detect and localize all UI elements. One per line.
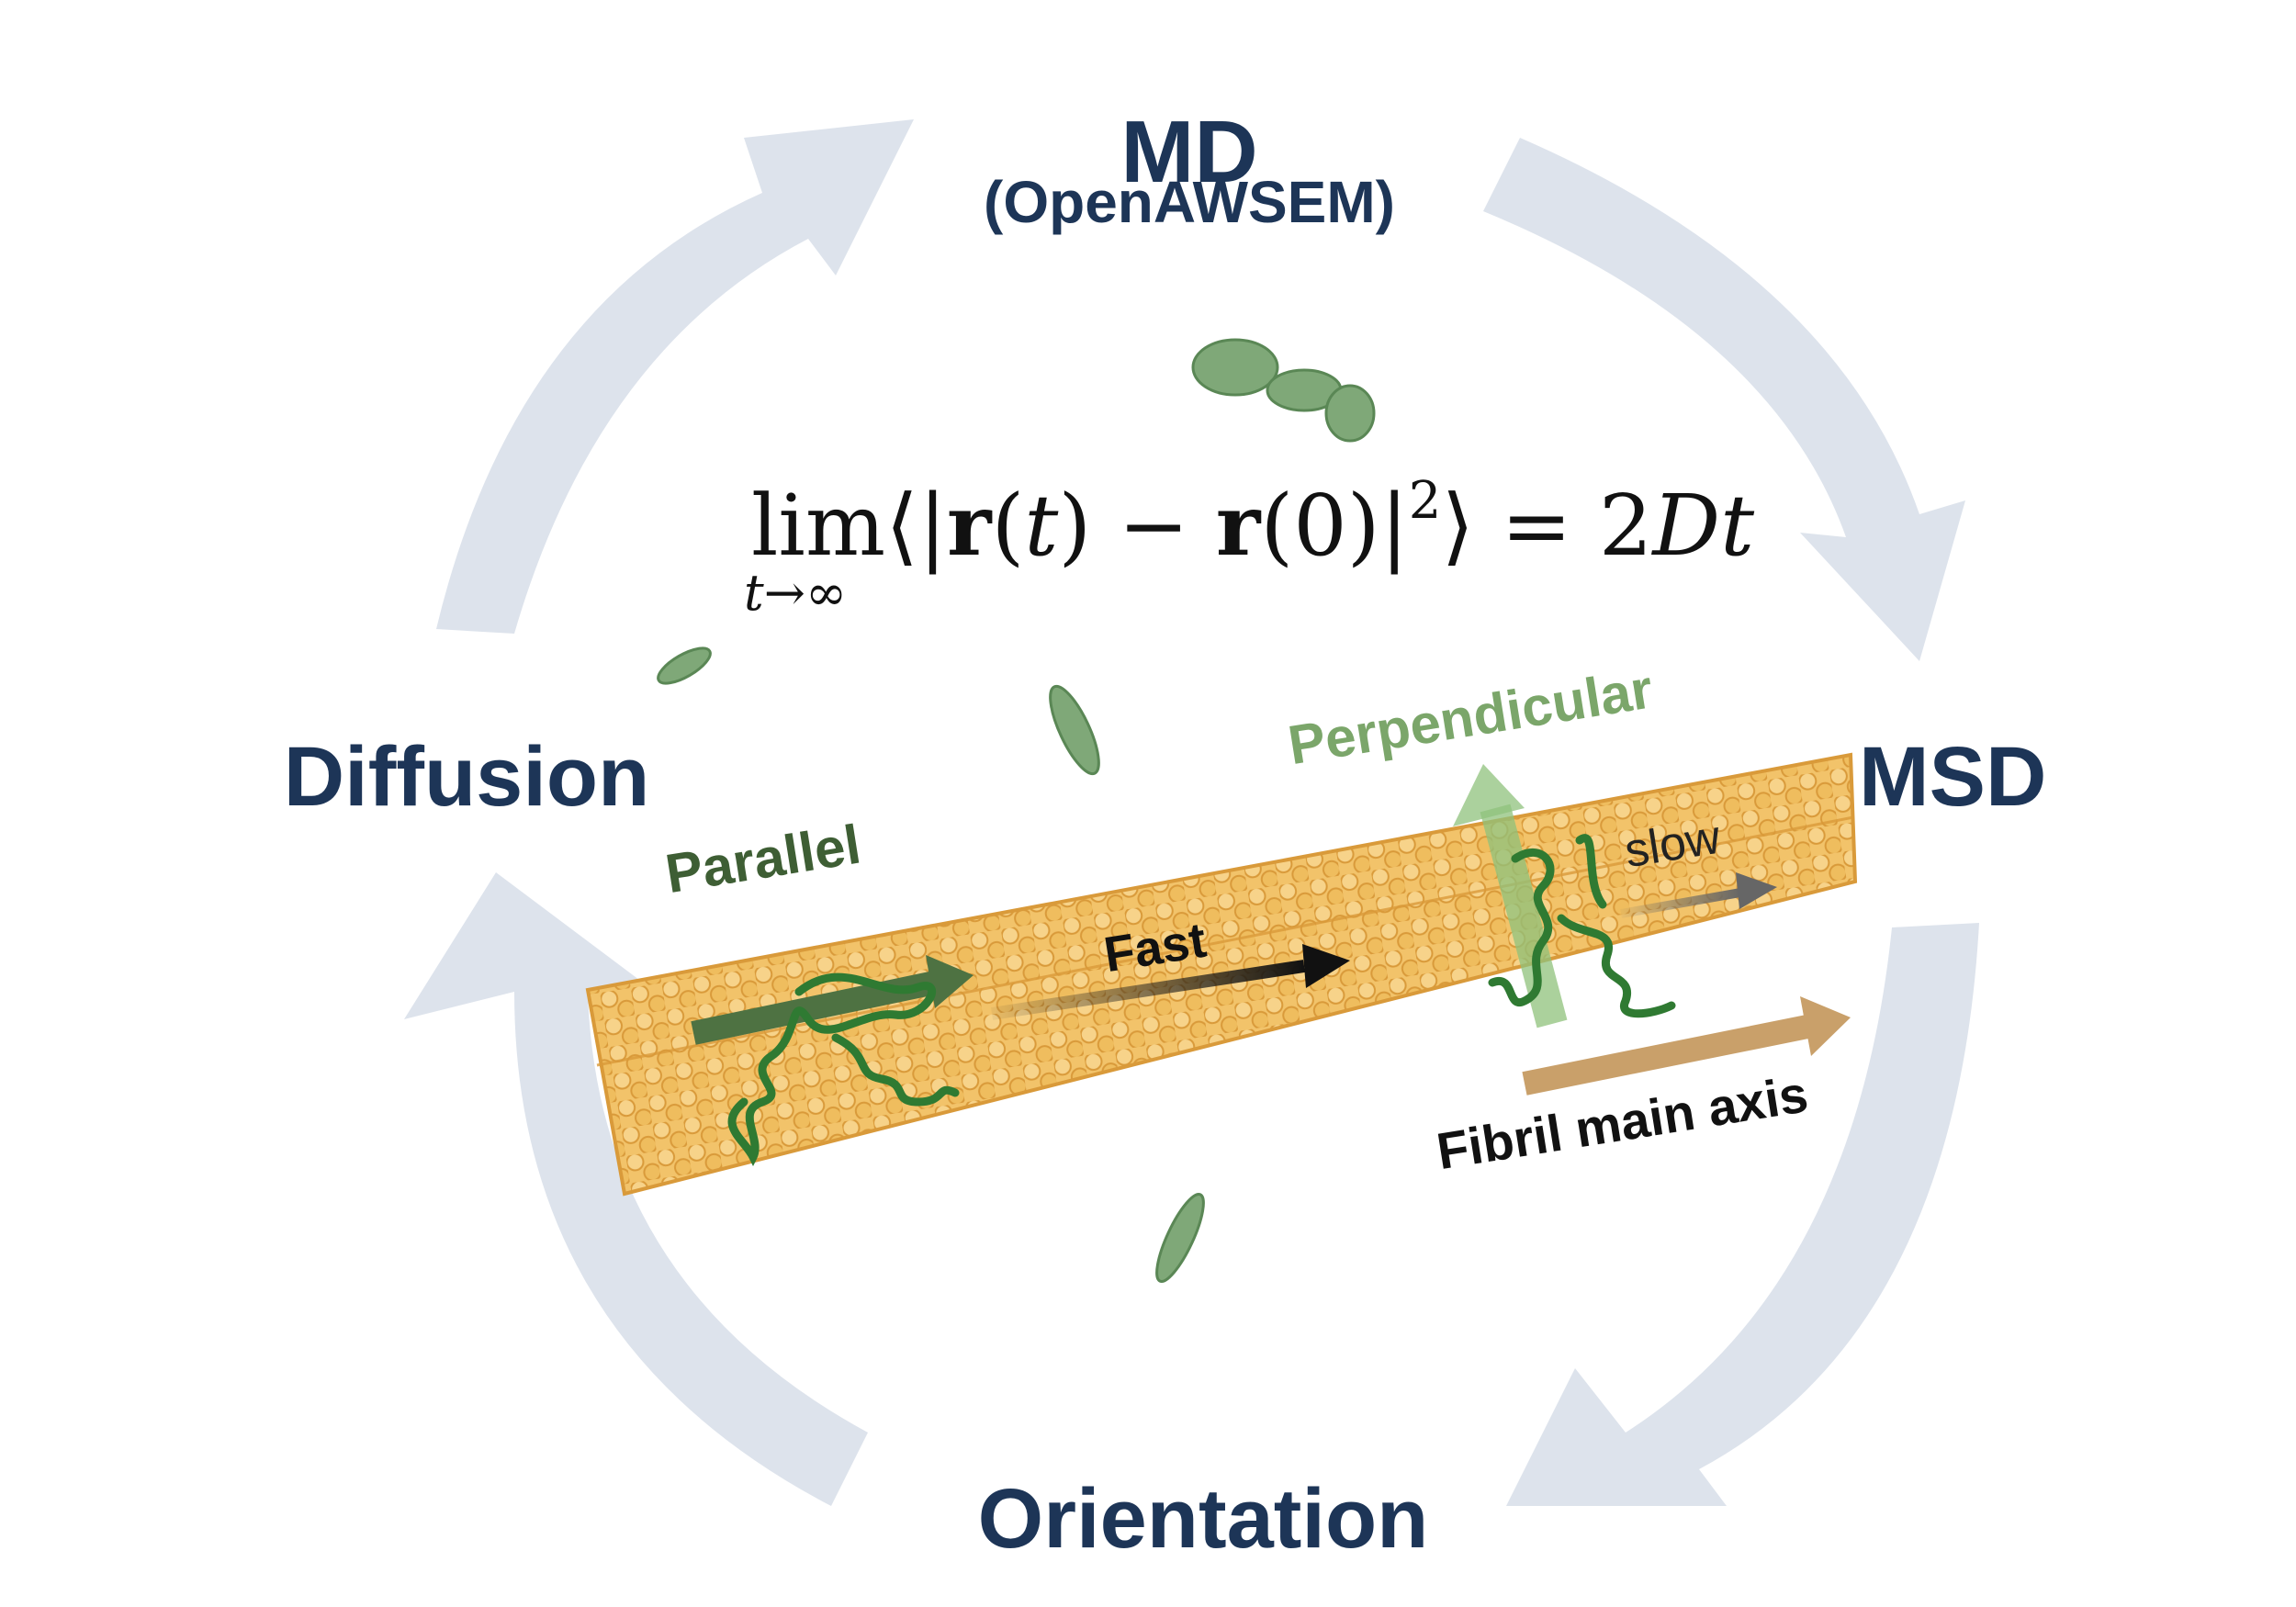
formula-D: D <box>1652 477 1721 575</box>
fibril-axis-arrow <box>1522 996 1851 1096</box>
protein-blobs <box>657 338 1376 1283</box>
formula-abs-close: | <box>1379 477 1409 575</box>
formula-two: 2 <box>1598 477 1653 575</box>
node-md-subtitle: (OpenAWSEM) <box>984 169 1395 235</box>
cycle-arrow-md-to-msd <box>1483 138 1965 661</box>
cycle-arrow-orientation-to-diffusion <box>404 872 868 1506</box>
formula-r2: r <box>1215 476 1261 575</box>
protein-blob-bottom <box>1155 1193 1205 1283</box>
protein-blob-top <box>1191 338 1376 443</box>
formula-power: 2 <box>1408 471 1442 531</box>
perpendicular-arrow <box>1453 764 1568 1028</box>
formula-zero: 0 <box>1293 477 1347 575</box>
formula-lim: lim <box>751 477 886 575</box>
protein-blob-left <box>657 646 712 685</box>
node-msd: MSD <box>1859 730 2047 824</box>
formula-t2: t <box>1720 477 1755 575</box>
cycle-arrow-msd-to-orientation <box>1506 923 1979 1506</box>
formula-lim-subscript: t→∞ <box>744 564 847 622</box>
protein-blob-center <box>1049 684 1100 776</box>
node-orientation: Orientation <box>977 1472 1429 1566</box>
formula-angle-close: ⟩ <box>1441 477 1475 575</box>
formula-open: ⟨| <box>885 477 947 575</box>
node-diffusion: Diffusion <box>283 730 650 824</box>
slow-arrow <box>1620 872 1777 918</box>
formula-equals: = <box>1501 477 1572 575</box>
cycle-arrows <box>404 119 1979 1506</box>
formula-minus: − <box>1118 477 1189 575</box>
node-md: MD <box>1120 103 1258 201</box>
formula-t1: t <box>1024 477 1059 575</box>
protein-chain-left <box>727 972 960 1167</box>
formula-r1: r <box>946 476 992 575</box>
protein-chain-right <box>1488 834 1676 1018</box>
fast-arrow <box>990 944 1350 1020</box>
cycle-arrow-diffusion-to-md <box>436 119 914 634</box>
